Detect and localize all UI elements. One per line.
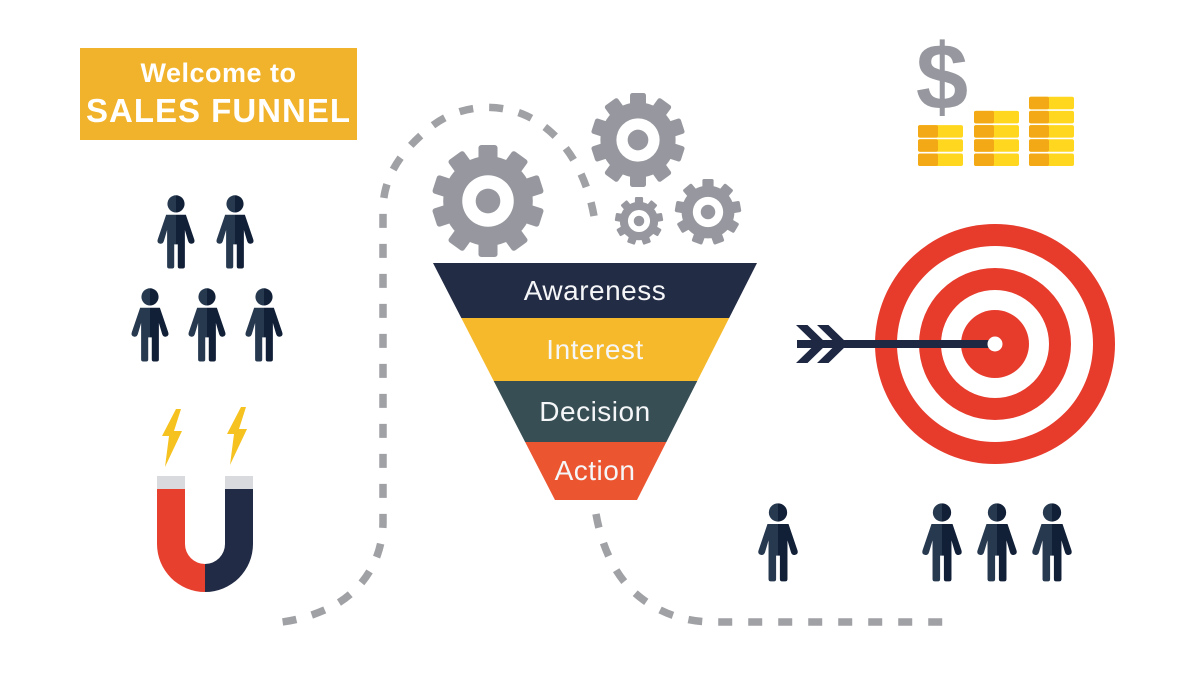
funnel-stage-awareness: Awareness [433, 263, 757, 318]
lightning-bolt-icon [162, 409, 182, 467]
funnel-stage-label: Awareness [523, 274, 667, 306]
coin-stacks-icon [918, 96, 1074, 166]
banner-line1: Welcome to [140, 58, 297, 88]
lightning-bolt-icon [227, 407, 247, 465]
gear-icon [591, 93, 685, 187]
person-icon [131, 288, 169, 362]
gear-icon [432, 145, 544, 257]
dollar-sign-icon: $ [915, 24, 969, 129]
customers-group-icon [922, 503, 1072, 582]
person-icon [245, 288, 283, 362]
person-icon [188, 288, 226, 362]
person-icon [758, 503, 798, 582]
arrow-icon [796, 325, 1003, 363]
banner-line2: SALES FUNNEL [85, 92, 351, 129]
funnel-stage-label: Interest [546, 333, 644, 365]
magnet-icon [157, 407, 253, 592]
person-icon [977, 503, 1017, 582]
person-icon [922, 503, 962, 582]
person-icon [157, 195, 195, 269]
welcome-banner: Welcome to SALES FUNNEL [80, 48, 357, 140]
audience-group-icon [131, 195, 283, 362]
person-icon [1032, 503, 1072, 582]
gears-icon [432, 93, 742, 257]
person-icon [216, 195, 254, 269]
gear-icon [614, 197, 664, 245]
funnel-stage-label: Decision [539, 395, 651, 427]
dashed-journey-path [270, 103, 958, 627]
gear-icon [674, 179, 742, 245]
prospect-person-icon [758, 503, 798, 582]
funnel-stage-label: Action [554, 455, 636, 486]
